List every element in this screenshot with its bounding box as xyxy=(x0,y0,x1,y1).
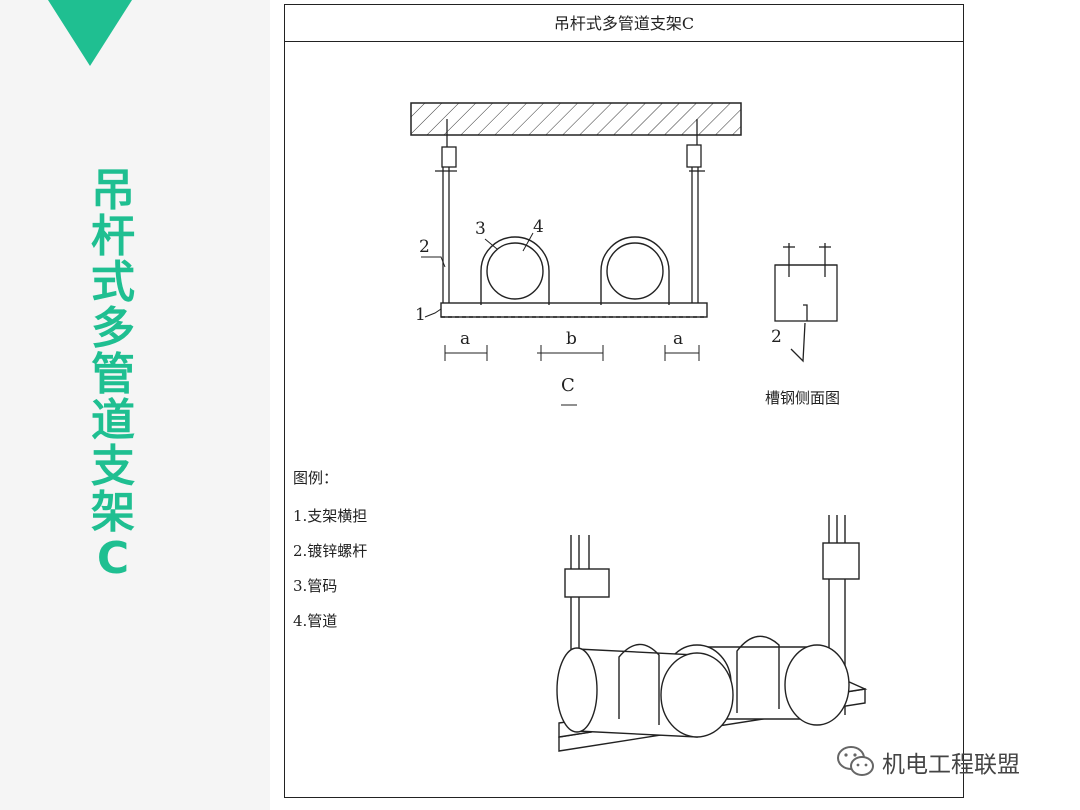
watermark: 机电工程联盟 xyxy=(836,744,1020,780)
dimension-a-right: a xyxy=(673,329,684,349)
title-char: C xyxy=(96,533,130,584)
label-pipe: 4 xyxy=(533,217,544,237)
elevation-drawing xyxy=(410,102,838,406)
side-view-caption: 槽钢侧面图 xyxy=(765,389,841,407)
label-crossbar: 1 xyxy=(415,305,426,325)
leader-lines xyxy=(421,232,534,318)
pipe-right xyxy=(600,236,670,305)
legend-item: 1.支架横担 xyxy=(293,507,368,525)
legend-title: 图例： xyxy=(293,469,339,487)
dimension-a-left: a xyxy=(460,329,471,349)
title-char: 杆 xyxy=(91,211,135,262)
legend-item: 4.管道 xyxy=(293,612,338,630)
sheet-header: 吊杆式多管道支架C xyxy=(285,5,963,42)
dimension-b: b xyxy=(566,329,577,349)
crossbar-channel xyxy=(440,302,708,318)
title-char: 式 xyxy=(91,257,135,308)
isometric-sketch xyxy=(556,515,868,752)
legend-item: 3.管码 xyxy=(293,577,338,595)
title-char: 架 xyxy=(91,487,135,538)
pipe-left xyxy=(480,236,550,305)
wechat-icon xyxy=(837,746,874,776)
triangle-marker-icon xyxy=(48,0,132,66)
drawing-sheet: 吊杆式多管道支架C xyxy=(284,4,964,798)
label-rod: 2 xyxy=(419,237,430,257)
title-char: 多 xyxy=(91,303,135,354)
channel-side-view xyxy=(774,243,838,363)
watermark-text: 机电工程联盟 xyxy=(882,752,1020,778)
side-view-label-rod: 2 xyxy=(771,327,782,347)
dimension-lines xyxy=(444,345,700,406)
left-hanger-rod xyxy=(435,119,457,309)
legend-item: 2.镀锌螺杆 xyxy=(293,542,368,560)
title-char: 支 xyxy=(91,441,135,492)
title-char: 道 xyxy=(91,395,135,446)
right-hanger-rod xyxy=(686,119,705,309)
title-char: 管 xyxy=(91,349,135,400)
vertical-title: 吊 杆 式 多 管 道 支 架 C xyxy=(86,168,140,582)
view-label: C xyxy=(561,375,575,396)
ceiling-slab xyxy=(410,102,742,136)
left-panel xyxy=(0,0,270,810)
label-clamp: 3 xyxy=(475,219,486,239)
title-char: 吊 xyxy=(91,165,135,216)
